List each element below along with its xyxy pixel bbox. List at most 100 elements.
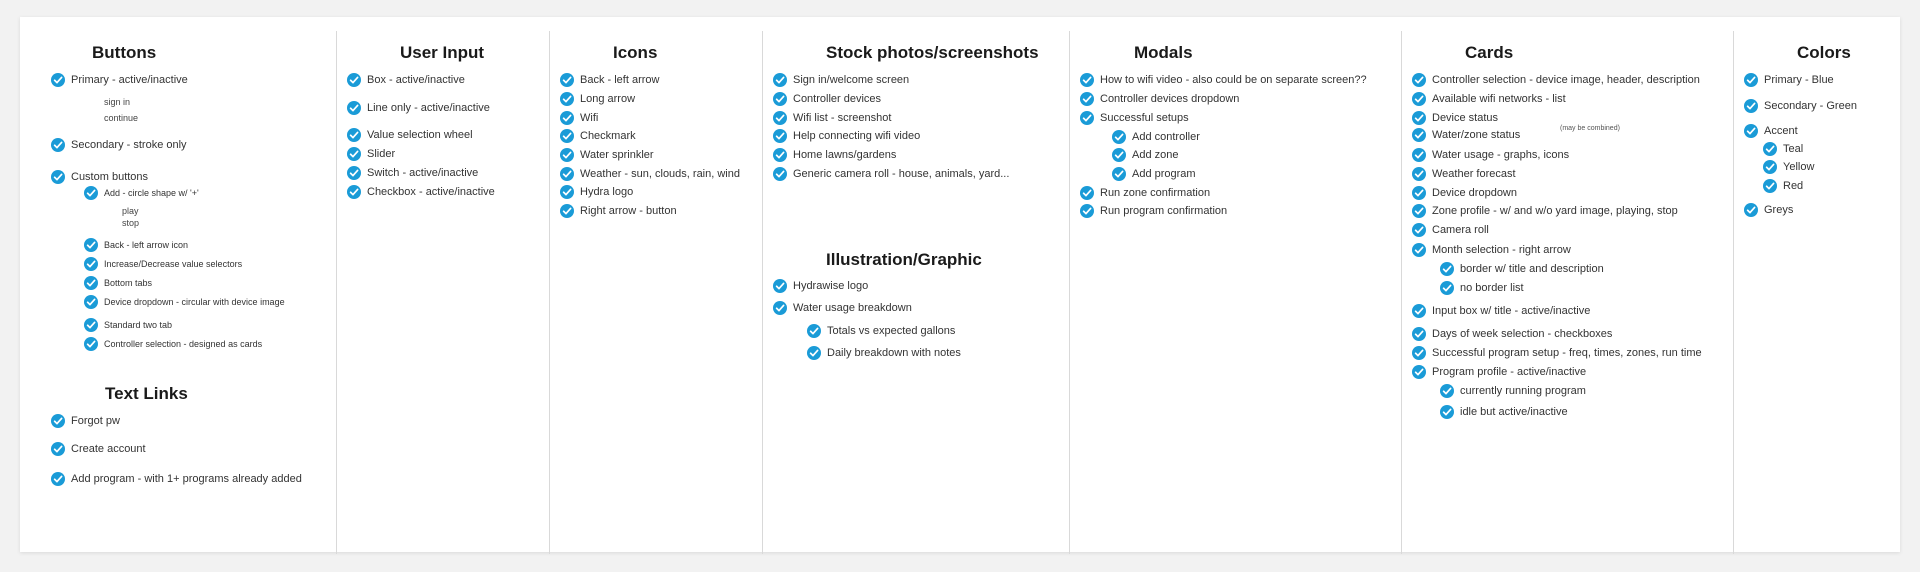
checkmark-icon: [1412, 167, 1426, 181]
checkmark-icon: [560, 167, 574, 181]
item-label: Custom buttons: [71, 171, 149, 183]
list-item: Secondary - stroke only: [51, 138, 187, 152]
item-label: Successful setups: [1100, 112, 1189, 124]
list-item: Add - circle shape w/ '+': [84, 186, 199, 200]
checkmark-icon: [1412, 223, 1426, 237]
list-item: Forgot pw: [51, 414, 120, 428]
item-label: Controller selection - designed as cards: [104, 339, 263, 349]
checkmark-icon: [1763, 179, 1777, 193]
checkmark-icon: [51, 170, 65, 184]
item-label: Slider: [367, 148, 396, 160]
checkmark-icon: [1080, 111, 1094, 125]
item-label: Water usage - graphs, icons: [1432, 149, 1570, 161]
checkmark-icon: [1080, 92, 1094, 106]
checkmark-icon: [347, 128, 361, 142]
checkmark-icon: [84, 318, 98, 332]
item-label: Primary - active/inactive: [71, 74, 188, 86]
item-label: Secondary - stroke only: [71, 139, 187, 151]
checkmark-icon: [807, 324, 821, 338]
item-label: Hydrawise logo: [793, 280, 869, 292]
checkmark-icon: [1744, 73, 1758, 87]
list-item: Add controller: [1112, 130, 1200, 144]
list-item: How to wifi video - also could be on sep…: [1080, 73, 1367, 87]
cards-column: Cards Controller selection - device imag…: [1402, 17, 1734, 552]
checkmark-icon: [1080, 204, 1094, 218]
item-label: Successful program setup - freq, times, …: [1432, 347, 1702, 359]
user-input-heading: User Input: [400, 43, 485, 62]
list-item: Primary - active/inactive: [51, 73, 188, 87]
list-item: Slider: [347, 147, 395, 161]
list-item: Add program: [1112, 167, 1196, 181]
list-item: border w/ title and description: [1440, 262, 1604, 276]
combined-note: (may be combined): [1560, 125, 1620, 132]
item-label: Add controller: [1132, 131, 1200, 143]
sub-label: sign in: [104, 97, 131, 107]
column-divider: [1401, 31, 1402, 554]
list-item: Back - left arrow: [560, 73, 659, 87]
item-label: Help connecting wifi video: [793, 130, 921, 142]
item-label: Checkmark: [580, 130, 636, 142]
column-divider: [1733, 31, 1734, 554]
column-divider: [762, 31, 763, 554]
item-label: Controller devices: [793, 93, 882, 105]
item-label: Forgot pw: [71, 415, 120, 427]
item-label: Red: [1783, 180, 1804, 192]
checkmark-icon: [1412, 327, 1426, 341]
checkmark-icon: [84, 238, 98, 252]
list-item: Camera roll: [1412, 223, 1489, 237]
list-item: Sign in/welcome screen: [773, 73, 909, 87]
checkmark-icon: [773, 111, 787, 125]
list-item: Red: [1763, 179, 1803, 193]
item-label: Value selection wheel: [367, 129, 473, 141]
list-item: Program profile - active/inactive: [1412, 365, 1586, 379]
text-links-heading: Text Links: [105, 384, 188, 403]
item-label: Right arrow - button: [580, 205, 677, 217]
list-item: Controller devices: [773, 92, 881, 106]
checkmark-icon: [773, 129, 787, 143]
list-item: Home lawns/gardens: [773, 148, 896, 162]
item-label: Secondary - Green: [1764, 100, 1857, 112]
checkmark-icon: [1412, 186, 1426, 200]
item-label: Input box w/ title - active/inactive: [1432, 305, 1591, 317]
list-item: Right arrow - button: [560, 204, 677, 218]
item-label: Camera roll: [1432, 224, 1489, 236]
item-label: Wifi list - screenshot: [793, 112, 892, 124]
checkmark-icon: [51, 414, 65, 428]
item-label: Run program confirmation: [1100, 205, 1228, 217]
list-item: currently running program: [1440, 384, 1586, 398]
checkmark-icon: [84, 186, 98, 200]
checkmark-icon: [1412, 111, 1426, 125]
list-item: Checkbox - active/inactive: [347, 185, 495, 199]
checkmark-icon: [773, 279, 787, 293]
list-item: Value selection wheel: [347, 128, 473, 142]
item-label: Device status: [1432, 112, 1499, 124]
user-input-column: User Input Box - active/inactive Line on…: [337, 17, 550, 552]
item-label: idle but active/inactive: [1460, 406, 1568, 418]
checkmark-icon: [773, 301, 787, 315]
item-label: Hydra logo: [580, 186, 634, 198]
list-item: Create account: [51, 442, 146, 456]
list-item: Custom buttons: [51, 170, 148, 184]
list-item: Wifi list - screenshot: [773, 111, 891, 125]
list-item: Switch - active/inactive: [347, 166, 478, 180]
list-item: no border list: [1440, 281, 1524, 295]
item-label: Switch - active/inactive: [367, 167, 479, 179]
column-divider: [1069, 31, 1070, 554]
checkmark-icon: [1412, 346, 1426, 360]
checkmark-icon: [773, 148, 787, 162]
item-label: Water usage breakdown: [793, 302, 912, 314]
checkmark-icon: [560, 92, 574, 106]
checkmark-icon: [1744, 203, 1758, 217]
modals-heading: Modals: [1134, 43, 1193, 62]
checkmark-icon: [84, 337, 98, 351]
icons-column: Icons Back - left arrow Long arrow Wifi …: [550, 17, 763, 552]
list-item: Weather - sun, clouds, rain, wind: [560, 167, 740, 181]
checkmark-icon: [347, 101, 361, 115]
item-label: Device dropdown - circular with device i…: [104, 297, 285, 307]
list-item: Run program confirmation: [1080, 204, 1227, 218]
list-item: Accent: [1744, 124, 1798, 138]
checkmark-icon: [1763, 160, 1777, 174]
checkmark-icon: [807, 346, 821, 360]
item-label: Totals vs expected gallons: [827, 325, 956, 337]
list-item: Month selection - right arrow: [1412, 243, 1571, 257]
